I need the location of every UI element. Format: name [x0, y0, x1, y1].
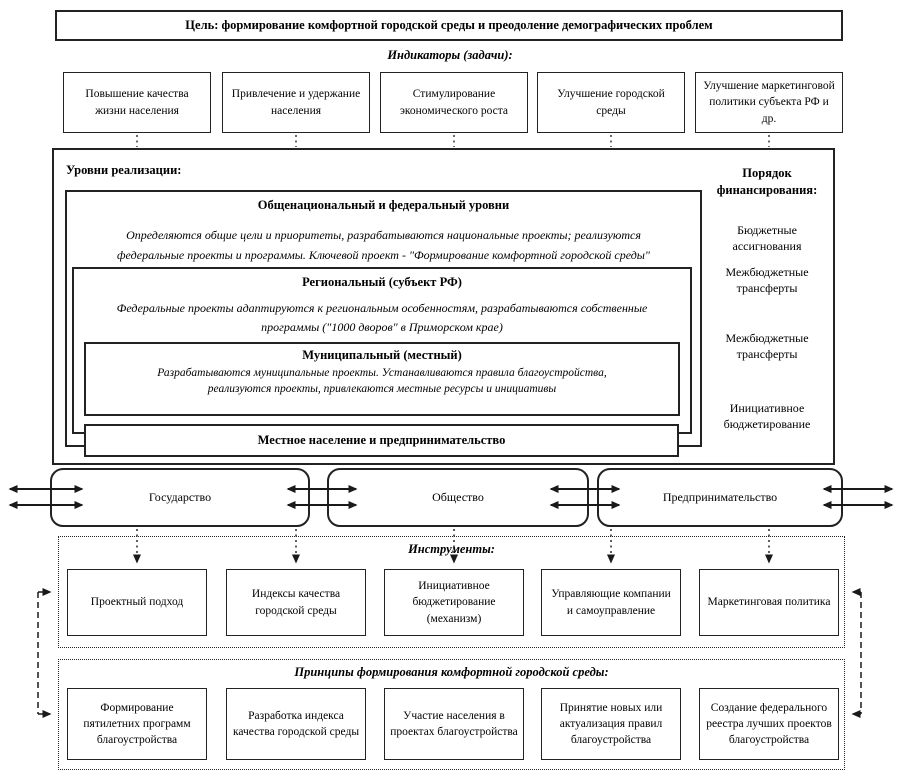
actor-label: Общество: [432, 490, 484, 504]
levels-box: Уровни реализации: Общенациональный и фе…: [52, 148, 835, 465]
indicator-box: Улучшение маркетинговой политики субъект…: [695, 72, 843, 133]
instrument-label: Управляющие компании и самоуправление: [551, 588, 671, 617]
indicator-label: Привлечение и удержание населения: [231, 88, 361, 117]
instrument-box: Управляющие компании и самоуправление: [541, 569, 681, 636]
level-regional-description: Федеральные проекты адаптируются к регио…: [116, 301, 648, 335]
principle-label: Разработка индекса качества городской ср…: [232, 709, 360, 738]
feedback-bracket-right: [853, 592, 862, 714]
principle-label: Участие населения в проектах благоустрой…: [390, 709, 518, 738]
local-population-label: Местное население и предпринимательство: [257, 433, 506, 447]
instrument-box: Инициативное бюджетирование (механизм): [384, 569, 524, 636]
financing-item: Инициативное бюджетирование: [723, 401, 811, 432]
indicator-label: Улучшение маркетинговой политики субъект…: [703, 80, 835, 125]
instrument-box: Индексы качества городской среды: [226, 569, 366, 636]
levels-label: Уровни реализации:: [66, 163, 182, 177]
principle-box: Принятие новых или актуализация правил б…: [541, 688, 681, 760]
actor-label: Государство: [148, 490, 212, 504]
level-municipal-description: Разрабатываются муниципальные проекты. У…: [157, 367, 607, 396]
indicator-label: Стимулирование экономического роста: [399, 88, 509, 117]
level-municipal-title: Муниципальный (местный): [302, 348, 462, 362]
instrument-label: Инициативное бюджетирование (механизм): [412, 580, 496, 625]
instruments-title: Инструменты:: [408, 542, 495, 556]
indicator-box: Улучшение городской среды: [537, 72, 685, 133]
actor-label: Предпринимательство: [662, 490, 778, 504]
principle-label: Создание федерального реестра лучших про…: [706, 701, 832, 747]
instrument-box: Маркетинговая политика: [699, 569, 839, 636]
indicator-box: Привлечение и удержание населения: [222, 72, 370, 133]
principle-box: Разработка индекса качества городской ср…: [226, 688, 366, 760]
indicator-label: Улучшение городской среды: [557, 88, 665, 117]
financing-item: Межбюджетные трансферты: [725, 265, 809, 296]
instrument-box: Проектный подход: [67, 569, 207, 636]
goal-box: Цель: формирование комфортной городской …: [55, 10, 843, 41]
principle-box: Создание федерального реестра лучших про…: [699, 688, 839, 760]
actor-box-society: Общество: [327, 468, 589, 527]
principle-box: Участие населения в проектах благоустрой…: [384, 688, 524, 760]
local-population-box: Местное население и предпринимательство: [84, 424, 679, 457]
indicator-label: Повышение качества жизни населения: [85, 88, 189, 117]
indicator-box: Повышение качества жизни населения: [63, 72, 211, 133]
financing-item: Бюджетные ассигнования: [732, 223, 802, 254]
principle-label: Формирование пятилетних программ благоус…: [83, 701, 191, 747]
indicator-connector-ticks: [136, 135, 770, 147]
financing-column: Порядок финансирования: Бюджетные ассигн…: [702, 150, 832, 463]
level-national-description: Определяются общие цели и приоритеты, ра…: [117, 228, 650, 263]
level-regional-title: Региональный (субъект РФ): [302, 275, 462, 289]
indicators-label: Индикаторы (задачи):: [387, 48, 513, 62]
financing-title: Порядок финансирования:: [716, 166, 818, 197]
instrument-label: Проектный подход: [90, 596, 184, 609]
goal-text: Цель: формирование комфортной городской …: [185, 17, 713, 32]
principle-box: Формирование пятилетних программ благоус…: [67, 688, 207, 760]
financing-item: Межбюджетные трансферты: [725, 331, 809, 362]
level-national-title: Общенациональный и федеральный уровни: [257, 198, 510, 212]
indicator-box: Стимулирование экономического роста: [380, 72, 528, 133]
instrument-label: Маркетинговая политика: [707, 596, 831, 609]
principle-label: Принятие новых или актуализация правил б…: [559, 701, 663, 747]
actor-box-business: Предпринимательство: [597, 468, 843, 527]
principles-title: Принципы формирования комфортной городск…: [294, 665, 609, 679]
feedback-bracket-left: [37, 592, 50, 714]
level-municipal-box: Муниципальный (местный) Разрабатываются …: [84, 342, 680, 416]
actor-box-state: Государство: [50, 468, 310, 527]
instrument-label: Индексы качества городской среды: [251, 588, 341, 617]
